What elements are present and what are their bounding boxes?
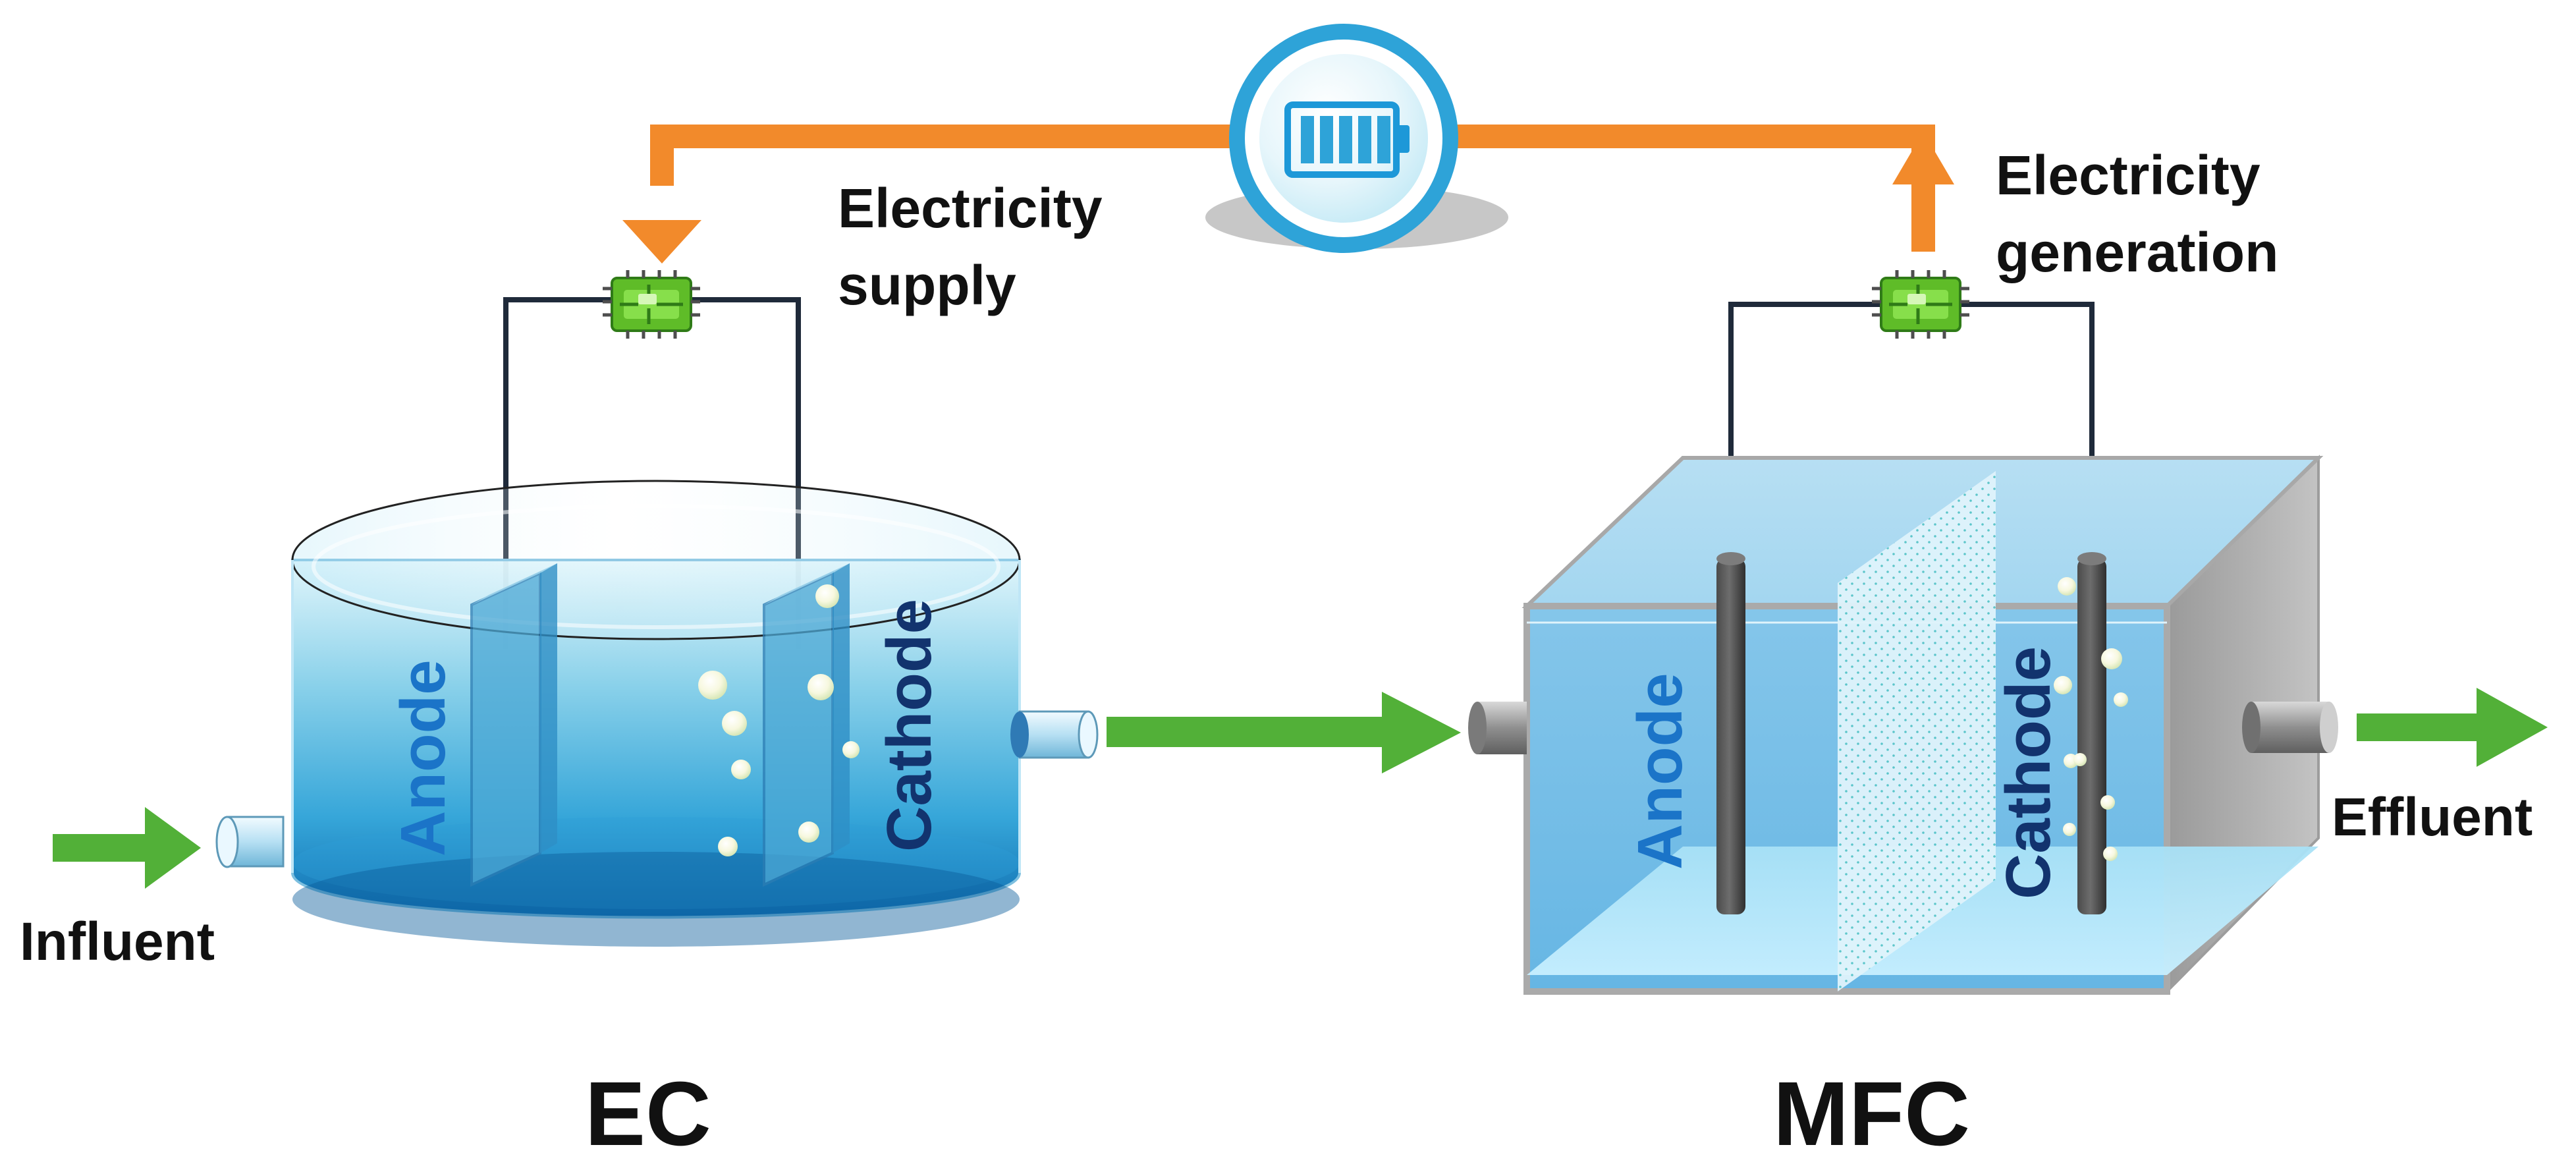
circuit-chip-icon <box>1872 270 1969 339</box>
ec-cathode-label: Cathode <box>874 599 945 852</box>
mfc-cathode-rod <box>2077 552 2106 914</box>
electricity-generation-label-line-1: Electricity <box>1996 144 2261 206</box>
battery-badge <box>1205 24 1508 253</box>
battery-icon <box>1284 101 1410 178</box>
mfc-cathode-label: Cathode <box>1993 646 2064 899</box>
mfc-title: MFC <box>1773 1063 1970 1165</box>
mfc-outlet-pipe <box>2242 702 2338 753</box>
electricity-supply-label-line-2: supply <box>838 254 1016 316</box>
electricity-supply-label-line-1: Electricity <box>838 177 1103 239</box>
ec-reactor <box>215 297 1099 947</box>
mfc-anode-label: Anode <box>1625 673 1695 870</box>
ec-anode-plate <box>470 563 557 887</box>
ec-outlet-pipe <box>1010 710 1099 759</box>
arrow-right-icon <box>1107 692 1461 773</box>
ec-title: EC <box>585 1063 711 1165</box>
ec-bubbles <box>698 584 860 856</box>
mfc-inlet-pipe <box>1468 702 1527 754</box>
mfc-reactor <box>1468 302 2338 995</box>
arrow-right-icon <box>2357 688 2548 767</box>
influent-label: Influent <box>20 912 215 972</box>
circuit-chip-icon <box>603 270 700 339</box>
ec-anode-label: Anode <box>388 659 458 856</box>
ec-inlet-pipe <box>215 816 285 868</box>
effluent-label: Effluent <box>2332 787 2533 847</box>
mfc-membrane <box>1838 471 1996 991</box>
text-labels: Electricity supply Electricity generatio… <box>20 144 2533 1165</box>
ec-cathode-plate <box>763 563 850 887</box>
arrow-right-icon <box>53 807 201 889</box>
power-line-stub <box>1911 166 1935 252</box>
flow-arrows <box>53 688 2548 889</box>
mfc-anode-rod <box>1716 552 1745 914</box>
mfc-bubbles <box>2054 577 2128 861</box>
arrow-up-icon <box>1892 132 1954 184</box>
arrow-down-icon <box>622 220 701 264</box>
electricity-generation-label-line-2: generation <box>1996 221 2278 283</box>
